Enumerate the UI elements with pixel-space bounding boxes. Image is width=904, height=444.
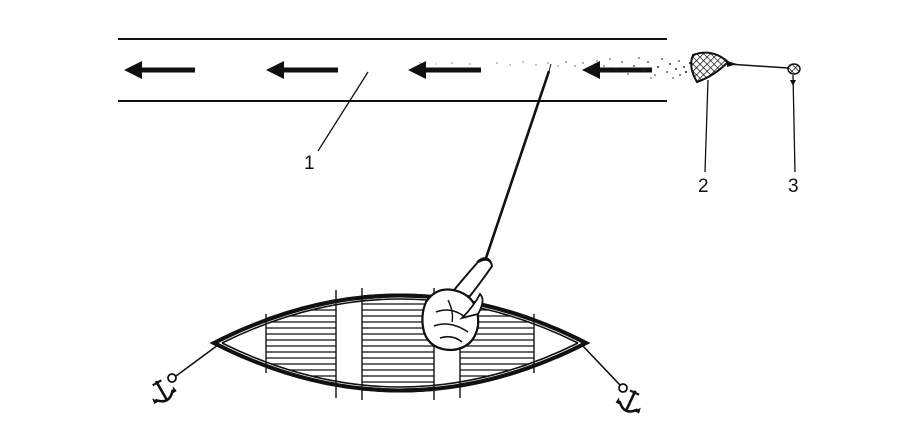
rod-tip-line [548,63,552,72]
boat [209,286,591,400]
anchor-icon [152,379,177,405]
flow-arrow [582,61,652,79]
label-3: 3 [788,176,799,197]
anchor-rope-right [581,344,621,386]
boat-seat [336,286,362,400]
anchor-ring-right [618,383,628,393]
angler-arm [443,258,494,302]
float-drop-marker [790,80,796,86]
leader-line-3 [792,74,796,173]
float [787,63,801,75]
flow-arrow [124,61,195,79]
anchor-ring-left [167,373,177,383]
leader-line-2 [704,79,709,173]
anchor-icon [615,389,641,414]
feeder [690,51,730,84]
feeder-swivel [727,61,737,67]
leader-line-1 [317,71,369,152]
stream [118,38,694,102]
angler [421,257,494,352]
angler-body [421,288,480,352]
flow-arrow [266,61,338,79]
flow-arrow [408,61,481,79]
fishing-rod [484,70,551,259]
label-1: 1 [304,153,315,174]
anchor-rope-left [175,344,219,377]
feeder-line [727,63,789,69]
label-2: 2 [698,176,709,197]
bait-trail [419,57,694,79]
